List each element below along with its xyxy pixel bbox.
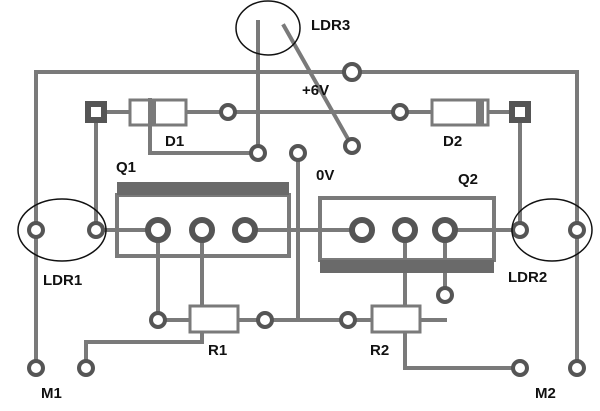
label-m1: M1 xyxy=(41,385,62,402)
pad-q1-b xyxy=(189,217,215,243)
pad-r1-left xyxy=(149,311,167,329)
pad-q1-c xyxy=(232,217,258,243)
label-r2: R2 xyxy=(370,342,389,359)
pad-ldr2-a xyxy=(511,221,529,239)
square-pad-right xyxy=(509,101,531,123)
transistor-q1 xyxy=(115,182,291,258)
round-pads xyxy=(27,62,586,377)
label-d1: D1 xyxy=(165,133,184,150)
diode-d1 xyxy=(128,98,188,127)
pad-q2-c xyxy=(432,217,458,243)
label-r1: R1 xyxy=(208,342,227,359)
pad-plus6v xyxy=(342,62,362,82)
pad-m2-b xyxy=(568,359,586,377)
label-plus6v: +6V xyxy=(302,82,329,99)
pad-m2-a xyxy=(511,359,529,377)
label-d2: D2 xyxy=(443,133,462,150)
square-pad-left xyxy=(85,101,107,123)
ldr2-outline xyxy=(511,198,593,262)
transistor-q2 xyxy=(318,196,496,273)
pad-ldr2-b xyxy=(568,221,586,239)
pad-r2-left xyxy=(339,311,357,329)
label-q2: Q2 xyxy=(458,171,478,188)
label-m2: M2 xyxy=(535,385,556,402)
label-ldr2: LDR2 xyxy=(508,269,547,286)
label-ldr1: LDR1 xyxy=(43,272,82,289)
ldr1-outline xyxy=(17,198,107,262)
resistor-r1 xyxy=(188,304,240,334)
trace-q1-m1 xyxy=(84,228,204,370)
diode-d2 xyxy=(430,98,490,127)
pad-ldr1-b xyxy=(87,221,105,239)
pad-q1-e xyxy=(145,217,171,243)
pad-ldr3-b xyxy=(343,137,361,155)
trace-ldr3-lead-b xyxy=(281,23,355,149)
resistor-r2 xyxy=(370,304,422,334)
label-q1: Q1 xyxy=(116,159,136,176)
pad-m1-b xyxy=(77,359,95,377)
pad-ldr3-a xyxy=(249,144,267,162)
trace-plus6v-frame xyxy=(34,70,579,370)
pad-ldr1-a xyxy=(27,221,45,239)
pad-r2-right xyxy=(436,286,454,304)
pad-d1-right xyxy=(219,103,237,121)
trace-q2-m2 xyxy=(403,228,522,370)
pad-q2-e xyxy=(349,217,375,243)
ldr3-outline xyxy=(235,0,301,56)
label-ldr3: LDR3 xyxy=(311,17,350,34)
pad-d2-left xyxy=(391,103,409,121)
pad-q2-b xyxy=(392,217,418,243)
pad-zero-v xyxy=(289,144,307,162)
pad-r1-right xyxy=(256,311,274,329)
ldr-outlines xyxy=(17,0,593,262)
pad-m1-a xyxy=(27,359,45,377)
label-zero-v: 0V xyxy=(316,167,334,184)
